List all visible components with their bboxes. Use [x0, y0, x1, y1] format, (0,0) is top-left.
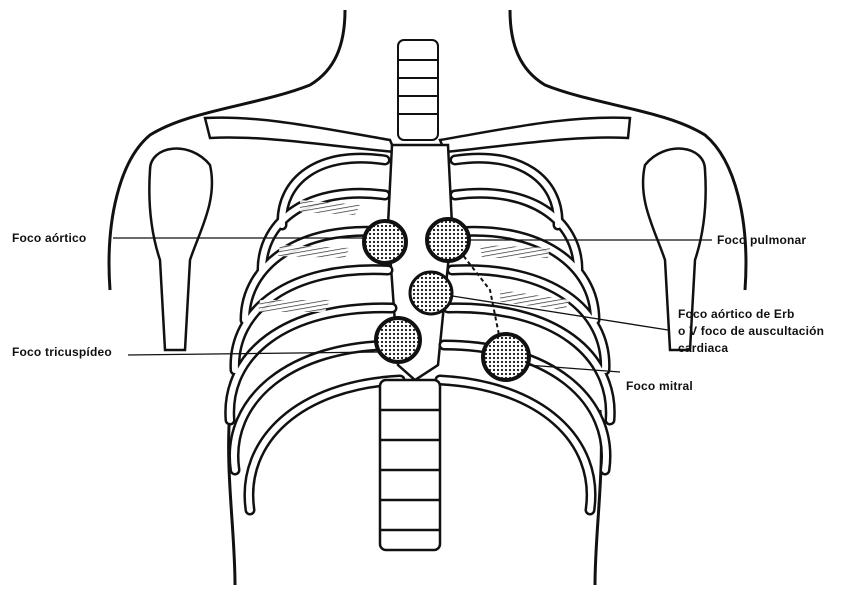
label-mitral-focus: Foco mitral	[626, 379, 693, 393]
label-erb-focus-line3: cardiaca	[678, 341, 729, 355]
leader-lines	[113, 237, 712, 373]
intercostal-hatching	[258, 200, 570, 312]
mitral-focus	[481, 332, 531, 382]
label-erb-focus-line2: o V foco de auscultación	[678, 324, 825, 338]
erb-focus	[408, 270, 454, 316]
aortic-focus	[362, 219, 408, 265]
tricuspid-focus	[374, 316, 422, 364]
label-tricuspid-focus: Foco tricuspídeo	[12, 345, 112, 359]
label-aortic-focus: Foco aórtico	[12, 231, 87, 245]
clavicle-icon	[203, 116, 632, 154]
humerus-icon	[148, 147, 707, 352]
auscultation-foci	[362, 217, 531, 382]
label-pulmonary-focus: Foco pulmonar	[717, 233, 807, 247]
pulmonary-focus	[425, 217, 471, 263]
label-erb-focus-line1: Foco aórtico de Erb	[678, 307, 795, 321]
trachea-icon	[397, 39, 439, 141]
spine-icon	[378, 378, 442, 552]
